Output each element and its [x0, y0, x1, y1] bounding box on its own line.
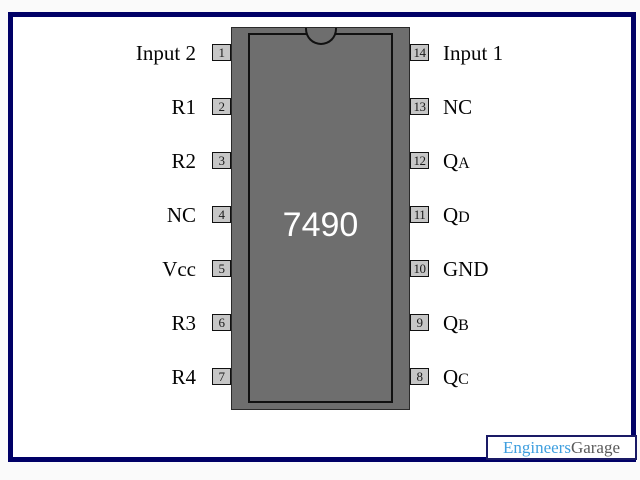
pin-label-10-text: GND	[443, 257, 489, 281]
pin-number-6: 6	[212, 314, 231, 331]
pin-label-9-text: Q	[443, 311, 459, 335]
pin-label-12-text: Q	[443, 149, 459, 173]
pin-number-10: 10	[410, 260, 429, 277]
pin-number-11: 11	[410, 206, 429, 223]
pin-label-8: QC	[443, 364, 623, 390]
pin-label-6: R3	[171, 311, 196, 335]
pin-number-3: 3	[212, 152, 231, 169]
pin-number-9: 9	[410, 314, 429, 331]
pin-label-9: QB	[443, 310, 623, 336]
pin-label-11: QD	[443, 202, 623, 228]
pin-number-12: 12	[410, 152, 429, 169]
pin-number-8: 8	[410, 368, 429, 385]
pin-label-1: Input 2	[135, 41, 196, 65]
pin-label-12-subscript: A	[458, 155, 470, 172]
pin-number-7: 7	[212, 368, 231, 385]
pin-label-13-text: NC	[443, 95, 473, 119]
pin-label-14: Input 1	[443, 40, 623, 66]
pin-label-12: QA	[443, 148, 623, 174]
pin-label-11-subscript: D	[458, 209, 470, 226]
logo-text-engineers: Engineers	[502, 438, 571, 457]
pin-number-2: 2	[212, 98, 231, 115]
pin-label-7: R4	[171, 365, 196, 389]
pin-number-14: 14	[410, 44, 429, 61]
pin-label-5: Vcc	[162, 257, 196, 281]
pin-label-2: R1	[171, 95, 196, 119]
pin-label-8-text: Q	[443, 365, 459, 389]
pin-label-9-subscript: B	[458, 317, 469, 334]
pin-label-10: GND	[443, 256, 623, 282]
pin-label-14-text: Input 1	[443, 41, 504, 65]
ic-part-number: 7490	[282, 206, 359, 244]
pin-label-3: R2	[171, 149, 196, 173]
pin-number-5: 5	[212, 260, 231, 277]
pin-label-13: NC	[443, 94, 623, 120]
pin-label-11-text: Q	[443, 203, 459, 227]
pin-number-13: 13	[410, 98, 429, 115]
logo-text-garage: Garage	[570, 438, 621, 457]
pin-number-1: 1	[212, 44, 231, 61]
pin-label-4: NC	[166, 203, 196, 227]
ic-chip-body: 7490	[231, 27, 410, 410]
pin-number-4: 4	[212, 206, 231, 223]
pin-label-8-subscript: C	[458, 371, 469, 388]
